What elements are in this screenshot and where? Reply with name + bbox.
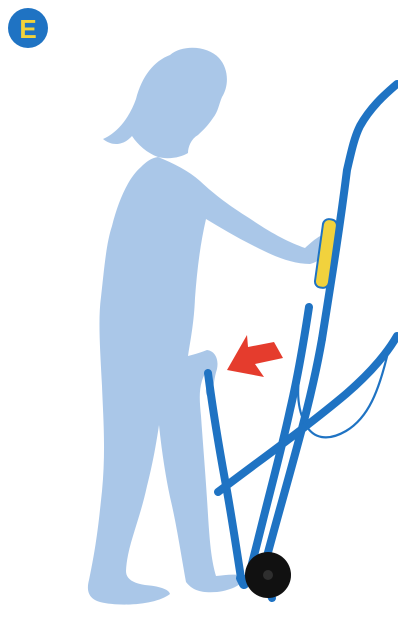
- red-direction-arrow-icon: [227, 335, 283, 377]
- wheel-icon: [245, 552, 291, 598]
- step-badge: E: [8, 8, 48, 48]
- step-letter: E: [19, 16, 36, 42]
- person-silhouette-icon: [88, 48, 334, 605]
- front-foot-cap: [241, 578, 244, 584]
- folding-walker-frame-icon: [208, 84, 397, 598]
- upper-rail: [322, 84, 397, 339]
- head-and-hair: [103, 48, 227, 158]
